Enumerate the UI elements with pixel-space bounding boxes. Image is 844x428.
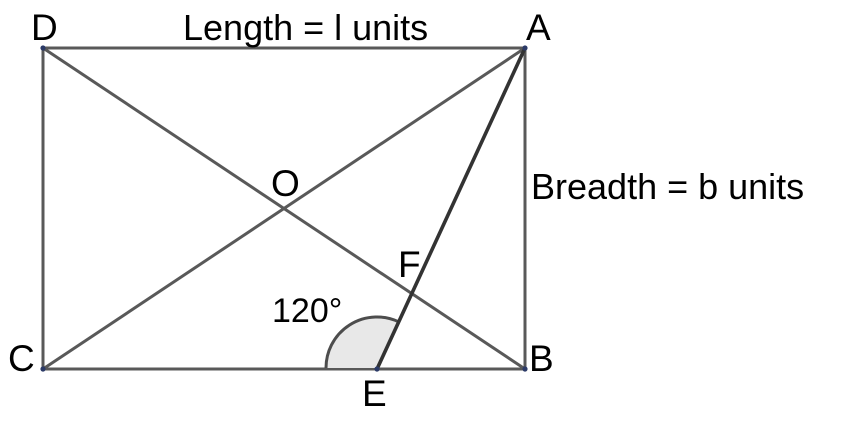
vertex-label-B: B <box>529 338 554 379</box>
vertex-label-C: C <box>8 338 35 379</box>
vertex-dot-A <box>522 45 528 51</box>
vertex-dot-B <box>522 366 528 372</box>
breadth-dimension-label: Breadth = b units <box>531 166 805 207</box>
vertex-label-E: E <box>362 373 387 414</box>
vertex-dot-D <box>40 45 46 51</box>
angle-measure-label: 120° <box>272 292 343 330</box>
vertex-label-O: O <box>271 163 300 204</box>
segment-EA <box>375 47 527 370</box>
angle-arc-stroke <box>324 315 400 369</box>
vertex-label-F: F <box>398 244 421 285</box>
length-dimension-label: Length = l units <box>183 7 429 48</box>
diagonal-CA <box>42 46 526 371</box>
vertex-label-A: A <box>526 7 551 48</box>
vertex-label-D: D <box>31 7 58 48</box>
vertex-dot-C <box>40 366 46 372</box>
vertex-dot-E <box>374 366 380 372</box>
